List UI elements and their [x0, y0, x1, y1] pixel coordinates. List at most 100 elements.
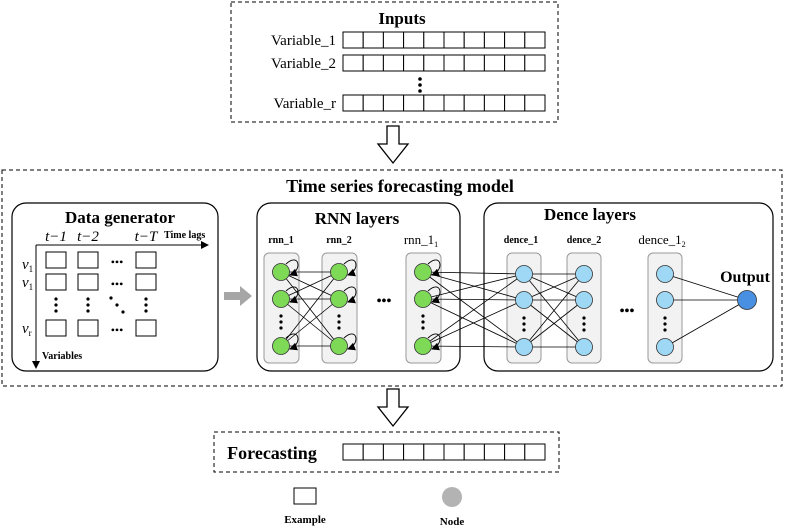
- recurrent-loop: [285, 333, 299, 351]
- example-cell: [45, 251, 67, 269]
- rnn-col-label-sub: 1: [434, 240, 438, 249]
- example-cell: [77, 251, 99, 269]
- rnn-node: [414, 290, 432, 308]
- example-cell: [45, 319, 67, 337]
- connection-line: [664, 273, 748, 301]
- inputs-panel: Inputs Variable_1 Variable_2 Variable_r: [230, 1, 559, 123]
- input-row-label-2: Variable_2: [271, 56, 336, 72]
- dence-col-label-base: dence_1: [638, 232, 681, 247]
- forecasting-cells: [342, 443, 546, 461]
- connection-line: [523, 273, 585, 301]
- node-legend-label: Node: [440, 516, 465, 528]
- vertical-dot: [279, 314, 283, 318]
- data-generator-frame: [11, 202, 219, 372]
- horizontal-ellipsis: •••: [111, 277, 124, 291]
- connection-line: [664, 299, 748, 348]
- variables-label: Variables: [42, 351, 82, 362]
- horizontal-ellipsis: •••: [111, 323, 124, 337]
- dence-node: [515, 265, 533, 283]
- vertical-dot: [582, 316, 586, 320]
- dence-frame: [483, 202, 774, 372]
- dence-node: [656, 291, 674, 309]
- rnn-col-label-1: rnn_1: [268, 235, 294, 246]
- forecast-cell: [342, 443, 364, 461]
- dence-col-label-3: dence_12: [638, 232, 685, 249]
- connection-line: [280, 298, 340, 347]
- input-cell: [403, 54, 425, 72]
- row-label-sub: 1: [29, 282, 34, 292]
- row-label-sub: 1: [29, 264, 34, 274]
- input-row-label-r: Variable_r: [274, 96, 336, 112]
- rnn-layer-box: [405, 252, 442, 364]
- rnn-col-label-2: rnn_2: [326, 235, 352, 246]
- input-row-cells-r: [342, 94, 546, 112]
- vertical-dot: [337, 326, 341, 330]
- input-cell: [403, 31, 425, 49]
- rnn-node: [414, 337, 432, 355]
- rnn-node: [272, 290, 290, 308]
- rnn-node: [272, 337, 290, 355]
- model-frame: [1, 169, 783, 387]
- input-cell: [463, 54, 485, 72]
- dence-node: [575, 265, 593, 283]
- example-cell: [45, 273, 67, 291]
- recurrent-loop: [343, 333, 357, 351]
- vertical-dot: [522, 328, 526, 332]
- vertical-dot: [522, 316, 526, 320]
- input-row-label-1: Variable_1: [271, 33, 336, 49]
- rnn-layer-box: [263, 252, 300, 364]
- forecast-cell: [463, 443, 485, 461]
- dence-col-label-1: dence_1: [504, 235, 538, 246]
- input-cell: [443, 31, 465, 49]
- recurrent-loop: [285, 259, 299, 277]
- rnn-node: [330, 290, 348, 308]
- horizontal-ellipsis: •••: [111, 255, 124, 269]
- recurrent-loop: [427, 286, 441, 304]
- diagonal-dots: [109, 296, 125, 314]
- input-cell: [423, 31, 445, 49]
- dence-col-label-2: dence_2: [567, 235, 601, 246]
- input-vertical-dots: [418, 77, 422, 93]
- recurrent-loop: [343, 286, 357, 304]
- input-cell: [342, 31, 364, 49]
- forecast-cell: [443, 443, 465, 461]
- vertical-dot: [663, 316, 667, 320]
- input-cell: [524, 54, 546, 72]
- dence-node: [656, 265, 674, 283]
- example-legend-box: [293, 487, 317, 505]
- dence-title: Dence layers: [544, 205, 636, 224]
- forecast-cell: [423, 443, 445, 461]
- rnn-title: RNN layers: [315, 209, 400, 228]
- example-cell: [135, 273, 157, 291]
- vertical-dot: [421, 314, 425, 318]
- model-title: Time series forecasting model: [286, 176, 514, 196]
- rnn-node: [414, 263, 432, 281]
- data-generator-panel: Data generator Time lags Variables t−1 t…: [11, 202, 219, 372]
- dence-node: [575, 338, 593, 356]
- connection-line: [523, 299, 585, 348]
- input-cell: [382, 94, 405, 112]
- flow-arrow-icon: [224, 286, 252, 306]
- forecast-cell: [524, 443, 546, 461]
- input-cell: [342, 54, 364, 72]
- input-cell: [483, 54, 506, 72]
- input-cell: [524, 31, 546, 49]
- input-row-cells-1: [342, 31, 546, 49]
- recurrent-loop: [427, 259, 441, 277]
- rnn-node: [330, 337, 348, 355]
- forecasting-frame: [213, 431, 560, 473]
- example-cell: [77, 273, 99, 291]
- arrow-down-icon: [376, 388, 410, 428]
- arrow-down-icon: [376, 125, 410, 165]
- row-label-base: v: [22, 257, 29, 273]
- row-label-v1: v1: [22, 257, 33, 274]
- connection-line: [422, 271, 525, 348]
- row-label-base: v: [22, 321, 29, 337]
- inputs-title: Inputs: [378, 9, 426, 28]
- recurrent-loop: [285, 286, 299, 304]
- dence-node: [515, 338, 533, 356]
- input-row-cells-2: [342, 54, 546, 72]
- input-cell: [524, 94, 546, 112]
- input-cell: [382, 54, 405, 72]
- time-header-1: t−1: [45, 229, 67, 245]
